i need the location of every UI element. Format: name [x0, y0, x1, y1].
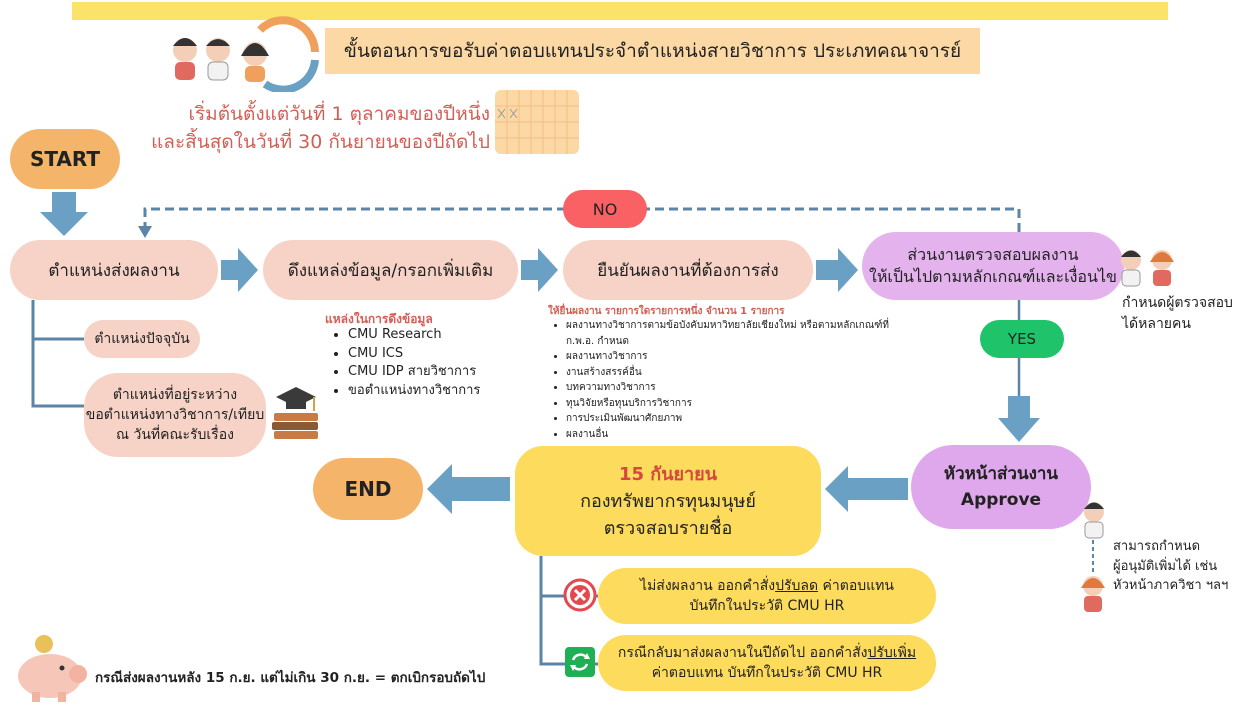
head-approve-line1: หัวหน้าส่วนงาน — [943, 464, 1059, 484]
start-node: START — [10, 129, 120, 189]
work-item: ผลงานทางวิชาการตามข้อบังคับมหาวิทยาลัยเช… — [566, 318, 906, 349]
approvers-note-line2: ผู้อนุมัติเพิ่มได้ เช่น — [1113, 558, 1218, 574]
header-strip — [72, 2, 1168, 20]
works-title: ให้ยื่นผลงาน รายการใดรายการหนึ่ง จำนวน 1… — [548, 306, 785, 317]
outcome-reduce-text-a: ไม่ส่งผลงาน ออกคำสั่ง — [640, 578, 776, 594]
period-start: เริ่มต้นตั้งแต่วันที่ 1 ตุลาคมของปีหนึ่ง — [188, 103, 490, 125]
refresh-icon — [565, 647, 595, 677]
step-unit-review-line2: ให้เป็นไปตามหลักเกณฑ์และเงื่อนไข — [869, 267, 1117, 286]
approver-avatar-icon — [1081, 576, 1105, 612]
approvers-note: สามารถกำหนด ผู้อนุมัติเพิ่มได้ เช่น หัวห… — [1113, 537, 1228, 596]
step-submit-position: ตำแหน่งส่งผลงาน — [10, 240, 218, 300]
pending-position: ตำแหน่งที่อยู่ระหว่าง ขอตำแหน่งทางวิชากา… — [84, 373, 266, 457]
outcome-reduce-line1: ไม่ส่งผลงาน ออกคำสั่งปรับลด ค่าตอบแทน — [640, 576, 894, 596]
work-item: ผลงานอื่น — [566, 427, 906, 443]
reviewers-avatar-icon — [1121, 250, 1174, 287]
work-item: งานสร้างสรรค์อื่น — [566, 365, 906, 381]
outcome-increase-line2: ค่าตอบแทน บันทึกในประวัติ CMU HR — [651, 665, 883, 681]
arrow-hr-to-end — [427, 464, 510, 514]
current-position: ตำแหน่งปัจจุบัน — [84, 320, 200, 358]
source-item: CMU ICS — [348, 345, 480, 364]
reviewers-note-line2: ได้หลายคน — [1122, 316, 1191, 332]
arrow-step2-step3 — [521, 248, 558, 292]
work-item: ทุนวิจัยหรือทุนบริการวิชาการ — [566, 396, 906, 412]
source-item: CMU Research — [348, 326, 480, 345]
outcome-increase: กรณีกลับมาส่งผลงานในปีถัดไป ออกคำสั่งปรั… — [598, 635, 936, 691]
books-graduation-icon — [272, 387, 318, 439]
period-end: และสิ้นสุดในวันที่ 30 กันยายนของปีถัดไป — [151, 131, 490, 153]
pending-position-line3: ณ วันที่คณะรับเรื่อง — [116, 427, 234, 443]
period-note: เริ่มต้นตั้งแต่วันที่ 1 ตุลาคมของปีหนึ่ง… — [120, 100, 490, 156]
source-item: ขอตำแหน่งทางวิชาการ — [348, 382, 480, 401]
step-fetch-data: ดึงแหล่งข้อมูล/กรอกเพิ่มเติม — [263, 240, 518, 300]
late-submission-note: กรณีส่งผลงานหลัง 15 ก.ย. แต่ไม่เกิน 30 ก… — [95, 670, 486, 686]
source-item: CMU IDP สายวิชาการ — [348, 363, 480, 382]
step-unit-review-line1: ส่วนงานตรวจสอบผลงาน — [907, 245, 1079, 264]
sources-list: CMU Research CMU ICS CMU IDP สายวิชาการ … — [330, 326, 480, 400]
outcome-reduce-line2: บันทึกในประวัติ CMU HR — [689, 598, 845, 614]
reject-x-icon — [563, 578, 597, 612]
reviewers-note: กำหนดผู้ตรวจสอบ ได้หลายคน — [1122, 293, 1233, 335]
works-list: ผลงานทางวิชาการตามข้อบังคับมหาวิทยาลัยเช… — [552, 318, 906, 442]
team-cycle-icon — [173, 16, 319, 92]
head-approve-node: หัวหน้าส่วนงาน Approve — [911, 445, 1091, 529]
piggy-bank-icon — [18, 635, 87, 702]
hr-deadline: 15 กันยายน — [618, 463, 718, 485]
work-item: บทความทางวิชาการ — [566, 380, 906, 396]
head-approve-line2: Approve — [960, 490, 1042, 510]
no-label: NO — [563, 190, 647, 228]
outcome-reduce-text-c: ค่าตอบแทน — [818, 578, 894, 594]
arrow-step1-step2 — [221, 248, 258, 292]
head-avatar-icon — [1084, 502, 1104, 539]
outcome-reduce-keyword: ปรับลด — [775, 578, 819, 594]
work-item: ผลงานทางวิชาการ — [566, 349, 906, 365]
step-confirm-works: ยืนยันผลงานที่ต้องการส่ง — [563, 240, 813, 300]
approvers-note-line1: สามารถกำหนด — [1113, 539, 1201, 554]
step-unit-review: ส่วนงานตรวจสอบผลงาน ให้เป็นไปตามหลักเกณฑ… — [862, 232, 1124, 300]
hr-check-line2: ตรวจสอบรายชื่อ — [603, 517, 733, 539]
yes-label: YES — [980, 320, 1064, 358]
pending-position-line1: ตำแหน่งที่อยู่ระหว่าง — [112, 387, 238, 403]
sources-title: แหล่งในการดึงข้อมูล — [325, 312, 433, 326]
hr-check-line1: กองทรัพยากรทุนมนุษย์ — [580, 490, 756, 512]
approvers-note-line3: หัวหน้าภาควิชา ฯลฯ — [1113, 578, 1229, 593]
reviewers-note-line1: กำหนดผู้ตรวจสอบ — [1122, 295, 1233, 311]
outcome-increase-line1: กรณีกลับมาส่งผลงานในปีถัดไป ออกคำสั่งปรั… — [618, 643, 916, 663]
page-title: ขั้นตอนการขอรับค่าตอบแทนประจำตำแหน่งสายว… — [325, 28, 980, 74]
outcome-reduce: ไม่ส่งผลงาน ออกคำสั่งปรับลด ค่าตอบแทน บั… — [598, 568, 936, 624]
hr-check-node: 15 กันยายน กองทรัพยากรทุนมนุษย์ ตรวจสอบร… — [515, 446, 821, 556]
outcome-increase-keyword: ปรับเพิ่ม — [867, 645, 917, 661]
work-item: การประเมินพัฒนาศักยภาพ — [566, 411, 906, 427]
end-node: END — [313, 458, 423, 520]
arrow-head-to-hr — [825, 466, 908, 512]
outcome-increase-text-a: กรณีกลับมาส่งผลงานในปีถัดไป ออกคำสั่ง — [617, 645, 868, 661]
pending-position-line2: ขอตำแหน่งทางวิชาการ/เทียบ — [85, 407, 265, 423]
calendar-icon — [495, 90, 579, 154]
arrow-start-down — [40, 192, 88, 236]
arrow-down-to-head — [998, 396, 1040, 442]
arrow-step3-step4 — [816, 248, 858, 292]
